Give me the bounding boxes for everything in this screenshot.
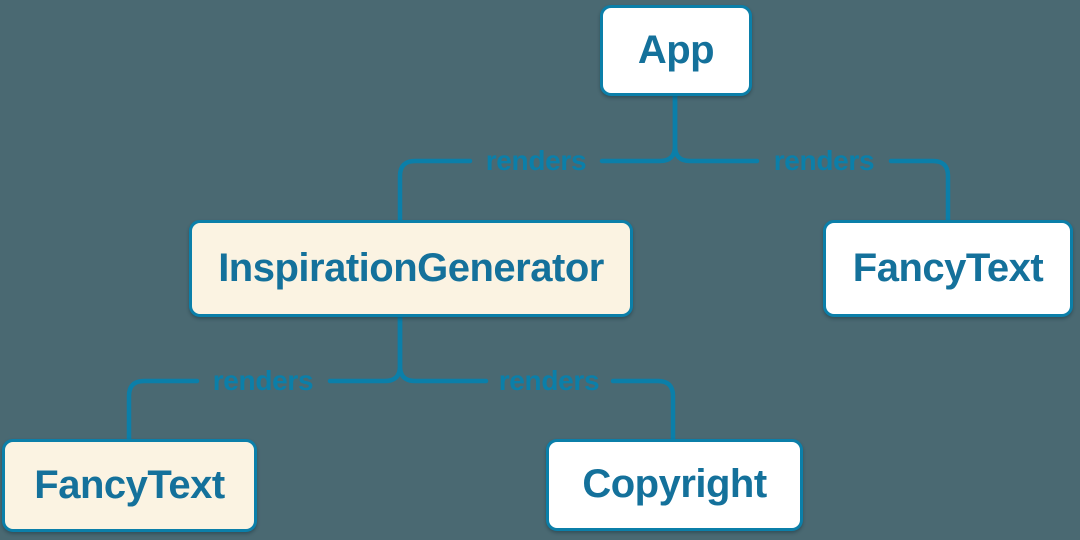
edge-app-to-inspirationgenerator-segment-2 [397,158,473,223]
node-inspiration-generator-label: InspirationGenerator [218,245,604,290]
edge-inspirationgenerator-to-copyright-segment-1 [397,314,489,384]
edge-label-app-fancytext: renders [773,145,875,176]
edge-app-to-inspirationgenerator-segment-1 [599,93,678,164]
node-fancy-text-bottom: FancyText [2,439,257,532]
node-fancy-text-top-label: FancyText [852,245,1044,290]
node-fancy-text-top: FancyText [823,220,1073,317]
node-fancy-text-bottom-label: FancyText [34,462,225,507]
edge-label-inspirationgenerator-copyright: renders [498,365,600,396]
edge-inspirationgenerator-to-fancytext-segment-2 [126,378,200,442]
edge-inspirationgenerator-to-fancytext-segment-1 [327,314,403,384]
node-copyright: Copyright [546,439,803,531]
node-app-label: App [637,27,715,72]
edge-label-app-inspirationgenerator: renders [485,145,587,176]
node-app: App [600,5,752,96]
edge-app-to-fancytext-segment-1 [672,93,760,164]
node-inspiration-generator: InspirationGenerator [189,220,633,317]
node-copyright-label: Copyright [582,462,767,506]
edge-label-inspirationgenerator-fancytext: renders [212,365,314,396]
edge-inspirationgenerator-to-copyright-segment-2 [610,378,676,442]
edge-app-to-fancytext-segment-2 [888,158,951,223]
